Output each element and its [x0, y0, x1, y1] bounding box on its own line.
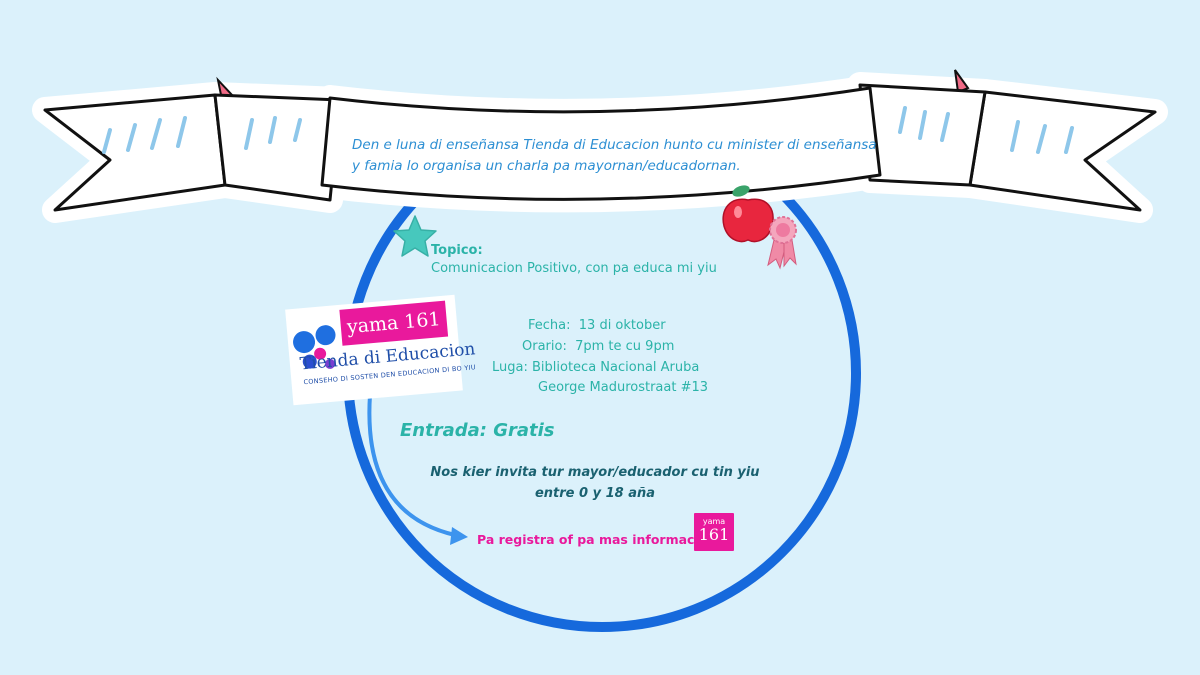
ribbon-left-segment	[213, 93, 342, 202]
topic-label: Topico:	[431, 243, 483, 258]
date-row: Fecha: 13 di oktober	[528, 318, 666, 333]
entrance-fee: Entrada: Gratis	[400, 420, 555, 441]
banner-line-2: y famia lo organisa un charla pa mayorna…	[352, 158, 741, 174]
badge-top-text: yama	[702, 517, 726, 526]
logo-yama-badge: yama 161	[339, 300, 449, 346]
location-row: Luga: Biblioteca Nacional Aruba	[492, 360, 699, 375]
ribbon-center	[320, 86, 882, 201]
date-value: 13 di oktober	[578, 318, 666, 333]
banner-text: Den e luna di enseñansa Tienda di Educac…	[352, 135, 877, 177]
location-value: Biblioteca Nacional Aruba	[532, 360, 700, 375]
ribbon-left-tail	[43, 93, 227, 212]
award-ribbon-icon	[767, 216, 797, 270]
address: George Madurostraat #13	[538, 380, 709, 395]
time-row: Orario: 7pm te cu 9pm	[522, 339, 674, 354]
yama-161-badge: yama 161	[694, 513, 734, 551]
banner-line-1: Den e luna di enseñansa Tienda di Educac…	[352, 137, 877, 153]
badge-number: 161	[698, 525, 730, 544]
register-text: Pa registra of pa mas informacion	[477, 532, 717, 547]
location-label: Luga:	[492, 360, 528, 375]
date-label: Fecha:	[528, 318, 571, 333]
time-label: Orario:	[522, 339, 567, 354]
topic-value: Comunicacion Positivo, con pa educa mi y…	[431, 261, 717, 276]
star-icon	[393, 215, 437, 257]
invite-line-2: entre 0 y 18 aña	[534, 486, 656, 501]
tienda-di-educacion-logo: yama 161 Tienda di Educacion CONSEHO DI …	[285, 294, 476, 406]
arrow-icon	[367, 393, 457, 537]
apple-icon	[722, 185, 774, 243]
time-value: 7pm te cu 9pm	[575, 339, 675, 354]
invite-line-1: Nos kier invita tur mayor/educador cu ti…	[430, 465, 760, 480]
logo-dots-icon	[293, 325, 336, 369]
